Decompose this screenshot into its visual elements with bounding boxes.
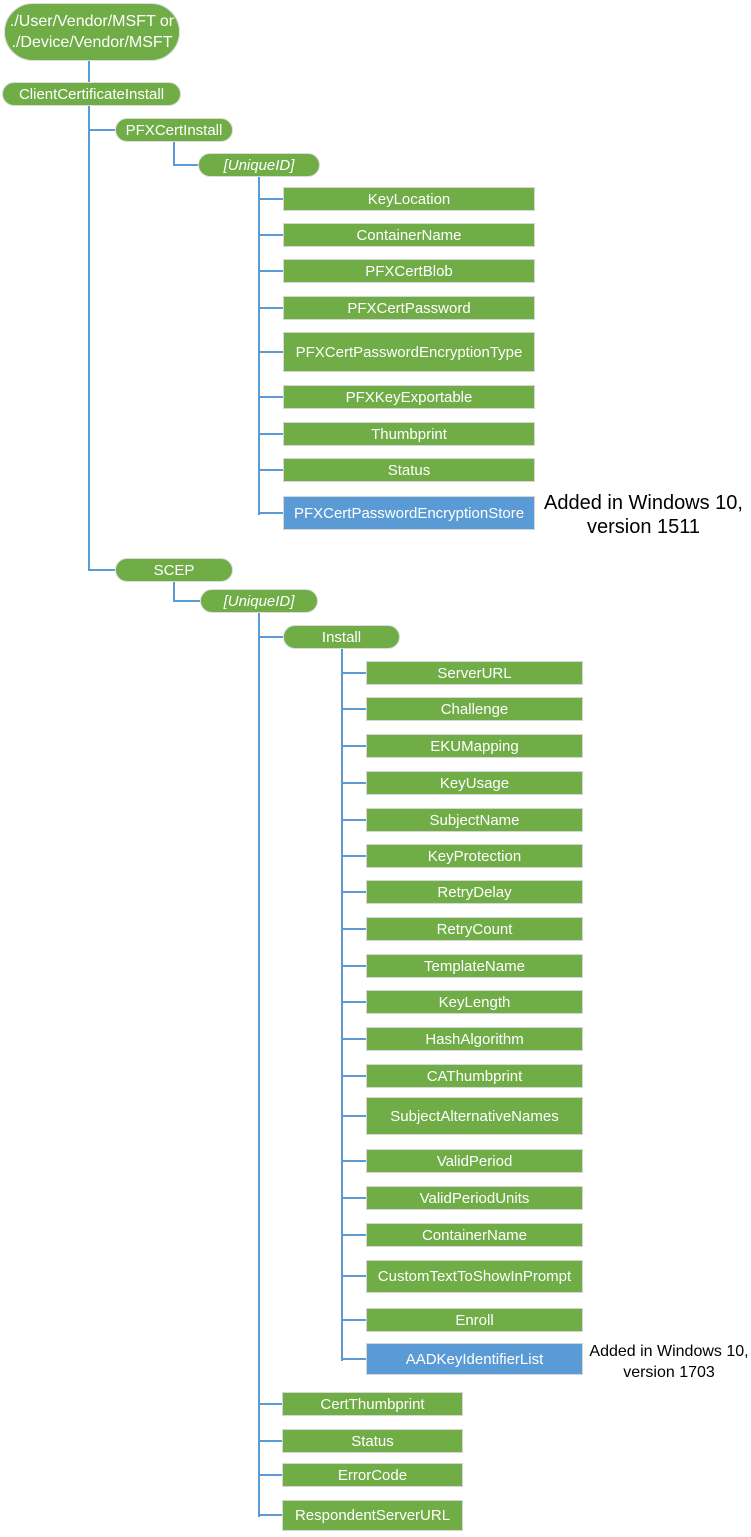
node-pfx-unique-id: [UniqueID] [198, 153, 320, 177]
connector-line [258, 177, 260, 515]
node-install: Install [283, 625, 400, 649]
connector-line [341, 928, 366, 930]
node-key-usage: KeyUsage [366, 771, 583, 795]
connector-line [258, 636, 283, 638]
connector-line [258, 1440, 282, 1442]
connector-line [341, 891, 366, 893]
node-ca-thumbprint: CAThumbprint [366, 1064, 583, 1088]
node-thumbprint: Thumbprint [283, 422, 535, 446]
connector-line [173, 582, 175, 602]
connector-line [341, 1075, 366, 1077]
annotation-1703-line1: Added in Windows 10, [589, 1343, 749, 1360]
node-respondent-server-url: RespondentServerURL [282, 1500, 463, 1531]
connector-line [258, 1474, 282, 1476]
annotation-1511-line2: version 1511 [586, 516, 701, 538]
node-pfx-cert-password-encryption-type: PFXCertPasswordEncryptionType [283, 332, 535, 372]
connector-line [341, 819, 366, 821]
node-pfx-cert-password-encryption-store: PFXCertPasswordEncryptionStore [283, 496, 535, 530]
node-pfx-cert-password: PFXCertPassword [283, 296, 535, 320]
node-retry-delay: RetryDelay [366, 880, 583, 904]
connector-line [341, 1160, 366, 1162]
connector-line [88, 569, 115, 571]
connector-line [258, 613, 260, 1517]
node-pfx-cert-blob: PFXCertBlob [283, 259, 535, 283]
node-scep-status: Status [282, 1429, 463, 1453]
connector-line [258, 469, 283, 471]
node-client-certificate-install: ClientCertificateInstall [2, 82, 181, 106]
node-hash-algorithm: HashAlgorithm [366, 1027, 583, 1051]
node-container-name: ContainerName [283, 223, 535, 247]
node-status: Status [283, 458, 535, 482]
root-path-line2: ./Device/Vendor/MSFT [11, 34, 173, 51]
connector-line [341, 782, 366, 784]
connector-line [341, 745, 366, 747]
node-pfx-cert-install: PFXCertInstall [115, 118, 233, 142]
connector-line [341, 1001, 366, 1003]
node-key-length: KeyLength [366, 990, 583, 1014]
annotation-version-1703: Added in Windows 10, version 1703 [588, 1341, 750, 1383]
connector-line [173, 142, 175, 166]
connector-line [258, 307, 283, 309]
connector-line [341, 1275, 366, 1277]
connector-line [341, 1038, 366, 1040]
connector-line [341, 1197, 366, 1199]
node-retry-count: RetryCount [366, 917, 583, 941]
node-root-path: ./User/Vendor/MSFT or ./Device/Vendor/MS… [4, 3, 180, 61]
node-enroll: Enroll [366, 1308, 583, 1332]
node-scep-unique-id: [UniqueID] [200, 589, 318, 613]
node-eku-mapping: EKUMapping [366, 734, 583, 758]
connector-line [341, 1319, 366, 1321]
annotation-version-1511: Added in Windows 10, version 1511 [541, 491, 746, 539]
node-custom-text-to-show-in-prompt: CustomTextToShowInPrompt [366, 1260, 583, 1293]
connector-line [258, 198, 283, 200]
node-key-location: KeyLocation [283, 187, 535, 211]
node-subject-alternative-names: SubjectAlternativeNames [366, 1097, 583, 1135]
node-cert-thumbprint: CertThumbprint [282, 1392, 463, 1416]
connector-line [88, 129, 115, 131]
connector-line [88, 106, 90, 571]
connector-line [258, 351, 283, 353]
connector-line [341, 1358, 366, 1360]
connector-line [258, 270, 283, 272]
connector-line [173, 164, 198, 166]
annotation-1703-line2: version 1703 [623, 1364, 715, 1381]
connector-line [258, 512, 283, 514]
connector-line [173, 600, 200, 602]
node-valid-period: ValidPeriod [366, 1149, 583, 1173]
root-path-line1: ./User/Vendor/MSFT or [9, 13, 175, 30]
connector-line [341, 708, 366, 710]
connector-line [341, 965, 366, 967]
connector-line [258, 433, 283, 435]
node-template-name: TemplateName [366, 954, 583, 978]
node-subject-name: SubjectName [366, 808, 583, 832]
connector-line [341, 1234, 366, 1236]
node-key-protection: KeyProtection [366, 844, 583, 868]
connector-line [341, 855, 366, 857]
node-aad-key-identifier-list: AADKeyIdentifierList [366, 1343, 583, 1375]
connector-line [258, 234, 283, 236]
connector-line [258, 1403, 282, 1405]
connector-line [258, 396, 283, 398]
connector-line [341, 1115, 366, 1117]
connector-line [258, 1514, 282, 1516]
node-scep-container-name: ContainerName [366, 1223, 583, 1247]
node-pfx-key-exportable: PFXKeyExportable [283, 385, 535, 409]
node-valid-period-units: ValidPeriodUnits [366, 1186, 583, 1210]
node-server-url: ServerURL [366, 661, 583, 685]
connector-line [88, 61, 90, 82]
annotation-1511-line1: Added in Windows 10, [543, 492, 743, 514]
node-error-code: ErrorCode [282, 1463, 463, 1487]
node-scep: SCEP [115, 558, 233, 582]
connector-line [341, 672, 366, 674]
connector-line [341, 649, 343, 1361]
node-challenge: Challenge [366, 697, 583, 721]
